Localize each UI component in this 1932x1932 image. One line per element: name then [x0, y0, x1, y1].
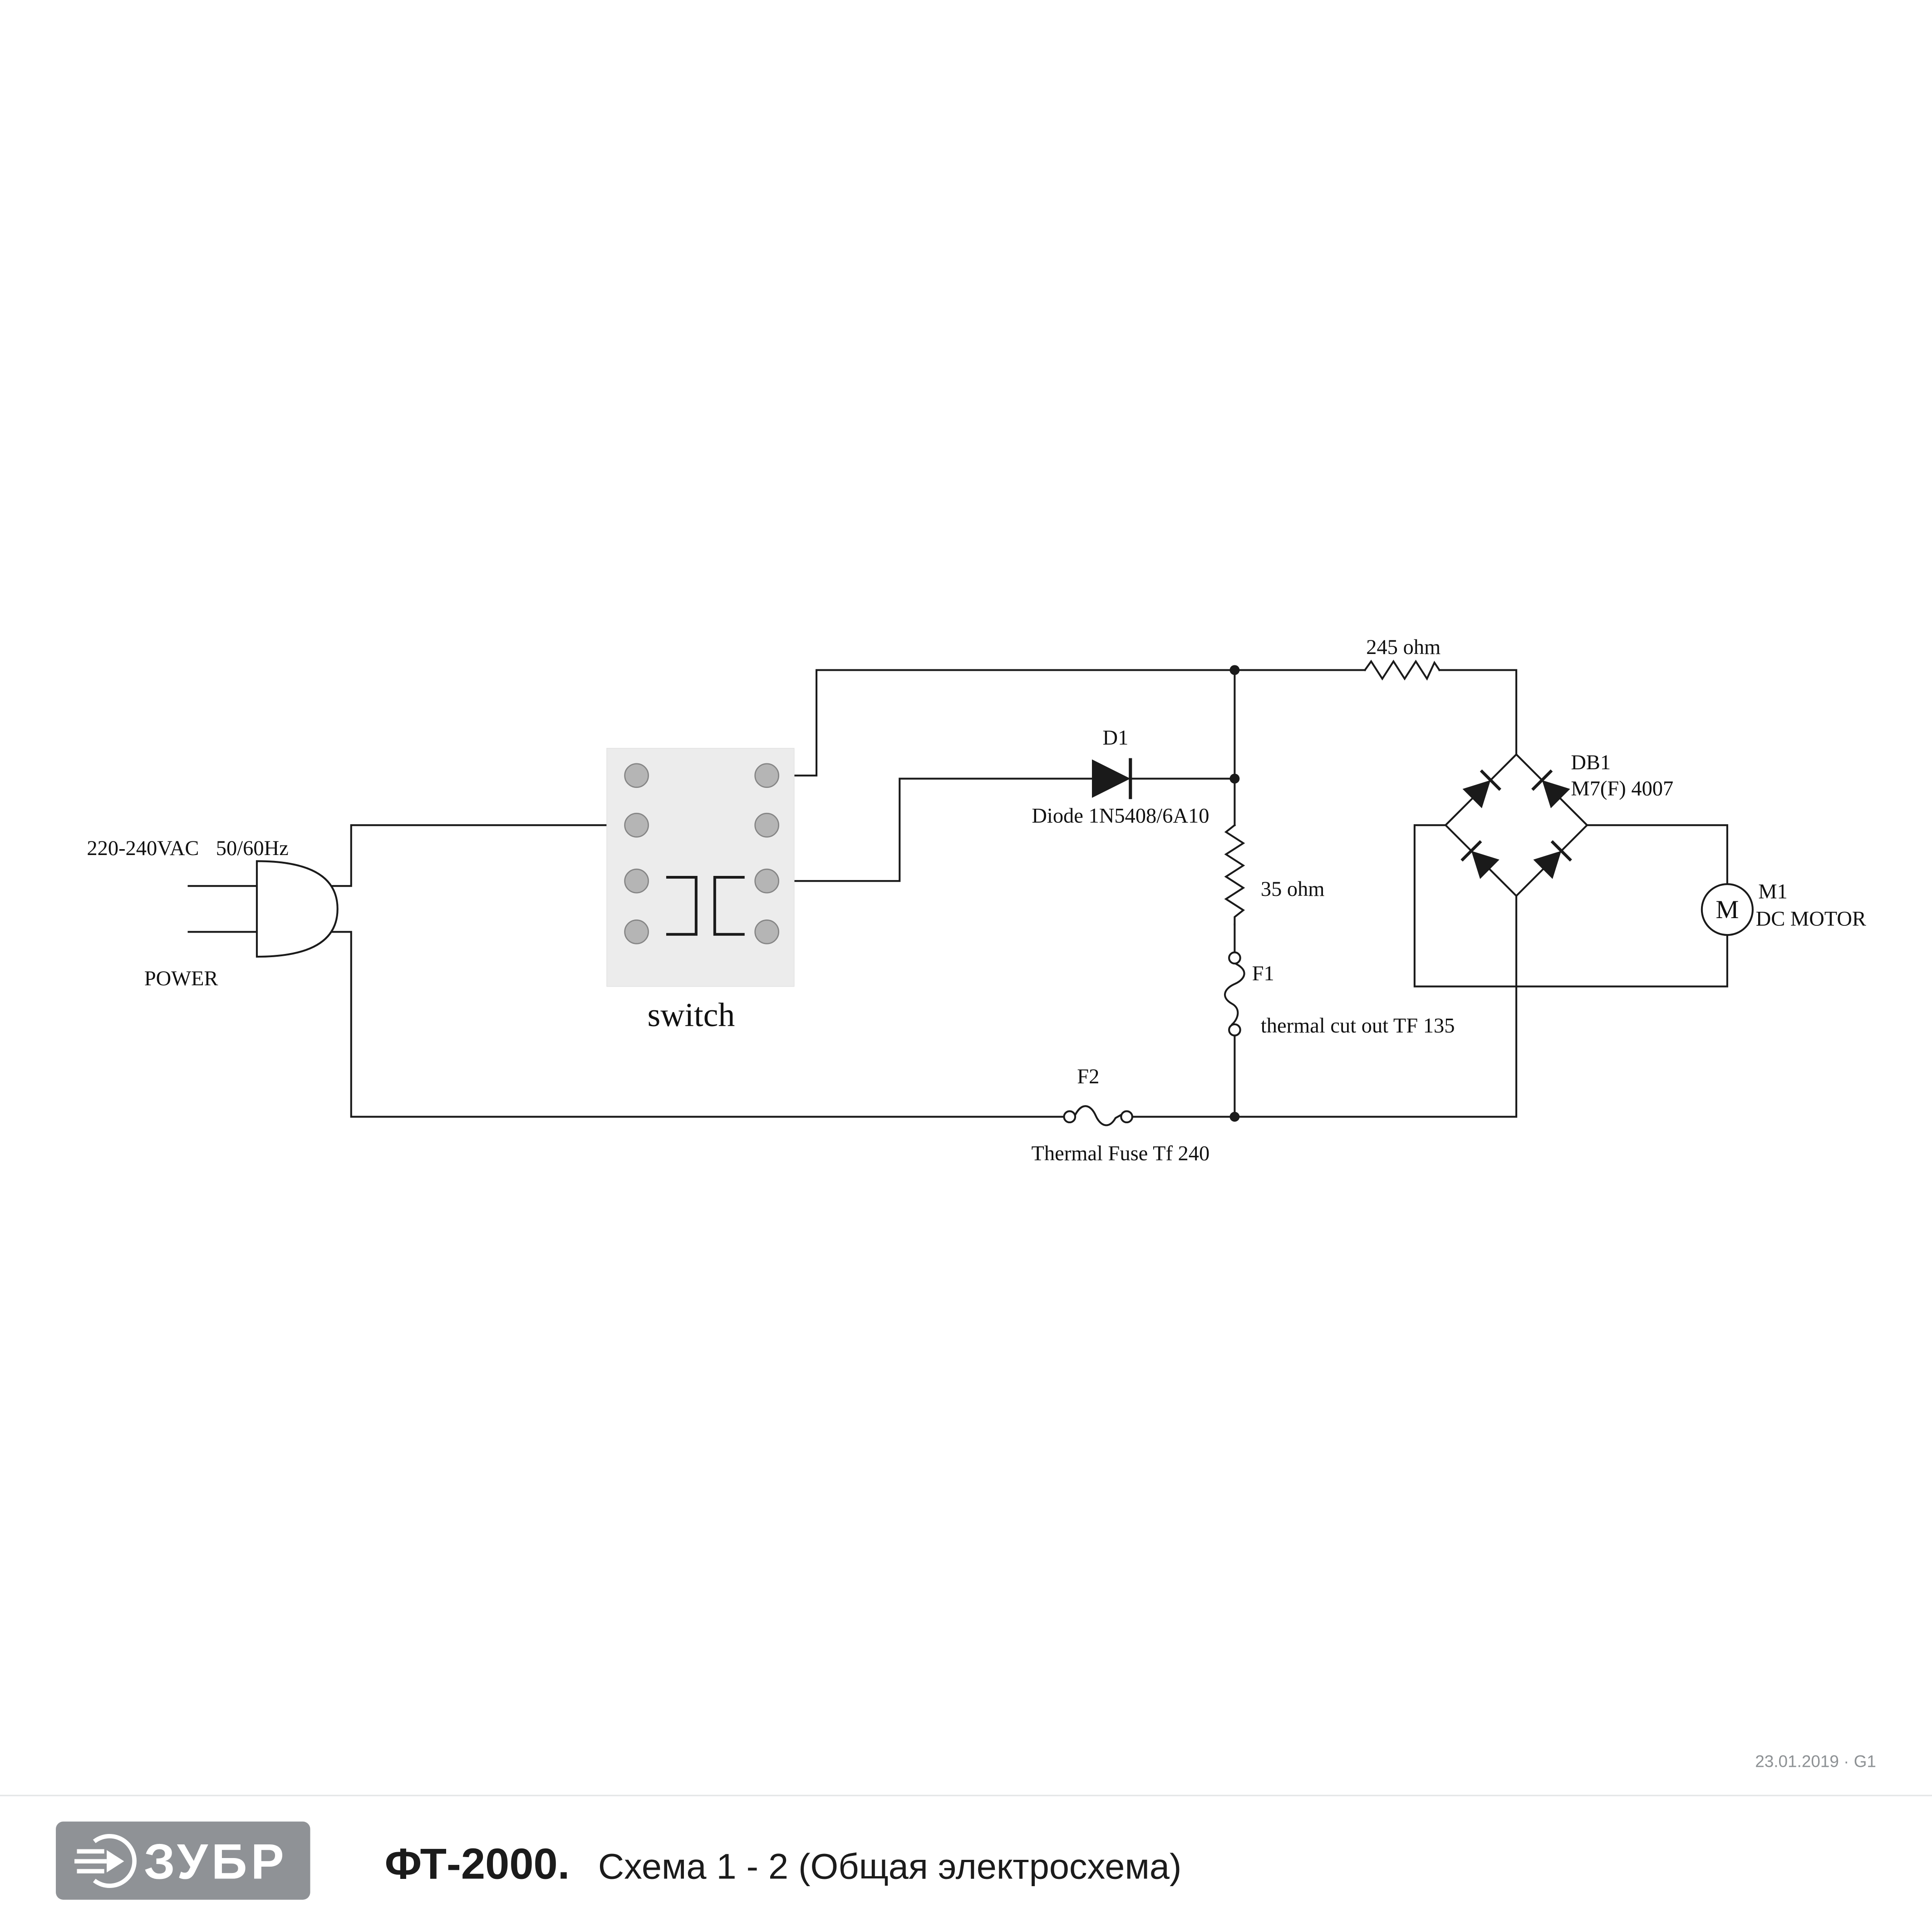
- junction-dot-bottom: [1229, 1111, 1240, 1122]
- power-plug-symbol: [187, 860, 339, 958]
- switch-pin: [754, 868, 780, 894]
- footer: ЗУБР ФТ-2000. Схема 1 - 2 (Общая электро…: [56, 1821, 1182, 1900]
- f1-element: [1224, 963, 1245, 1026]
- fuse-f2: [1063, 1105, 1133, 1126]
- junction-dot-top: [1229, 665, 1240, 675]
- switch-pin: [754, 919, 780, 944]
- wire-switch-to-top-rail: [778, 669, 1366, 777]
- switch-pin: [624, 812, 649, 838]
- motor-m1: M: [1701, 883, 1754, 936]
- wire-bottom-rail-to-bridge: [1131, 895, 1518, 1118]
- diode-d1: [1092, 758, 1132, 799]
- resistor-245-zigzag: [1363, 659, 1441, 681]
- wire-plug-to-switch: [331, 824, 625, 887]
- switch-panel: [606, 747, 795, 987]
- fuse-f1-part: thermal cut out TF 135: [1261, 1014, 1455, 1037]
- f1-terminal-bottom: [1228, 1023, 1241, 1037]
- zubr-logo-box: [56, 1821, 310, 1900]
- motor-m1-ref: M1: [1758, 880, 1788, 903]
- footer-subtitle: Схема 1 - 2 (Общая электросхема): [598, 1846, 1182, 1886]
- switch-label: switch: [648, 996, 735, 1033]
- wiring: [331, 665, 1728, 1122]
- diode-d1-part: Diode 1N5408/6A10: [1032, 805, 1209, 828]
- switch-pin: [754, 763, 780, 788]
- fuse-f2-part: Thermal Fuse Tf 240: [1032, 1142, 1210, 1165]
- footer-model: ФТ-2000.: [385, 1839, 570, 1888]
- switch-pin: [624, 763, 649, 788]
- f2-terminal-left: [1063, 1110, 1077, 1124]
- diode-d1-ref: D1: [1103, 726, 1129, 749]
- bridge-db1: [1444, 753, 1588, 897]
- f2-terminal-right: [1120, 1110, 1133, 1124]
- junction-dot-diode: [1229, 773, 1240, 784]
- power-rating-frequency: 50/60Hz: [216, 837, 289, 860]
- diode-d1-triangle: [1092, 759, 1131, 798]
- switch-pin: [754, 812, 780, 838]
- fuse-f1: [1224, 951, 1245, 1037]
- zubr-logo-icon: [74, 1834, 137, 1888]
- switch-contact-right: [713, 876, 745, 936]
- bridge-db1-part: M7(F) 4007: [1571, 777, 1673, 801]
- wire-bridge-motor-return: [1413, 824, 1728, 988]
- resistor-35-zigzag: [1224, 824, 1245, 925]
- wire-plug-to-bottom-rail: [331, 931, 1070, 1118]
- resistor-35: [1224, 824, 1245, 925]
- bridge-db1-ref: DB1: [1571, 751, 1611, 774]
- wire-resistor-to-bridge: [1438, 669, 1518, 756]
- wire-bridge-to-motor: [1586, 824, 1728, 885]
- resistor-35-label: 35 ohm: [1261, 878, 1325, 901]
- resistor-245-label: 245 ohm: [1366, 636, 1440, 659]
- power-rating-voltage: 220-240VAC: [87, 837, 199, 860]
- switch-contact-left: [666, 876, 698, 936]
- fuse-f2-ref: F2: [1077, 1065, 1099, 1088]
- bridge-outline: [1444, 753, 1588, 897]
- wire-switch-to-diode: [778, 777, 1093, 882]
- power-label: POWER: [144, 967, 218, 990]
- motor-circle: [1701, 883, 1754, 936]
- resistor-245: [1363, 659, 1441, 681]
- switch-pin: [624, 868, 649, 894]
- fuse-f1-ref: F1: [1252, 962, 1274, 985]
- f2-element: [1074, 1105, 1123, 1126]
- switch-block: [606, 747, 795, 987]
- zubr-logo: ЗУБР: [56, 1821, 310, 1900]
- revision-date: 23.01.2019 · G1: [1755, 1752, 1876, 1770]
- switch-pin: [624, 919, 649, 944]
- motor-m1-part: DC MOTOR: [1756, 908, 1866, 931]
- zubr-brand-text: ЗУБР: [144, 1834, 288, 1889]
- motor-letter: M: [1716, 895, 1739, 924]
- f1-terminal-top: [1228, 951, 1241, 965]
